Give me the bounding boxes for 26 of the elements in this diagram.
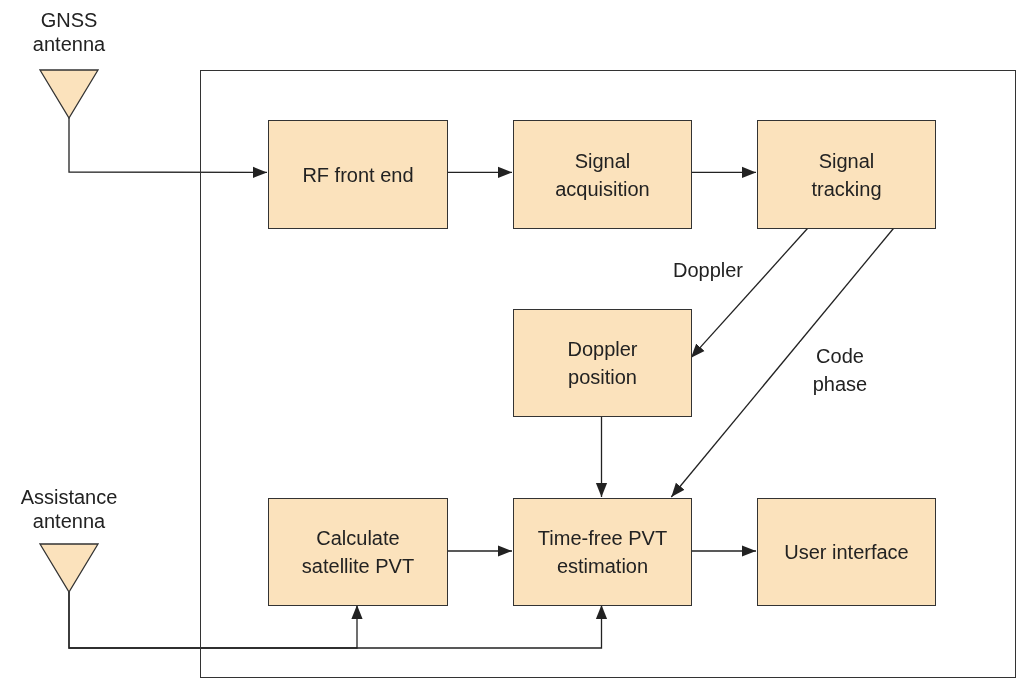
box-label: Signal tracking xyxy=(810,148,883,202)
arrow xyxy=(595,415,608,498)
process-box xyxy=(513,498,692,606)
box-label: User interface xyxy=(784,540,909,565)
process-box xyxy=(513,120,692,229)
process-box xyxy=(757,498,936,606)
box-label: Time-free PVT estimation xyxy=(537,526,668,579)
arrow xyxy=(446,545,513,557)
process-box xyxy=(757,120,936,229)
arrow xyxy=(690,166,757,178)
box-label: Calculate satellite PVT xyxy=(300,526,416,579)
arrow xyxy=(690,227,809,359)
process-box xyxy=(268,120,448,229)
box-label: Doppler position xyxy=(566,337,639,390)
arrow xyxy=(68,591,608,649)
box-label: Signal acquisition xyxy=(554,148,651,202)
process-box xyxy=(268,498,448,606)
arrow xyxy=(690,545,757,557)
arrow xyxy=(446,166,513,178)
box-label: RF front end xyxy=(302,162,414,188)
system-boundary-box xyxy=(200,70,1016,678)
antenna-label: GNSS antenna xyxy=(31,8,107,56)
process-box xyxy=(513,309,692,417)
arrow xyxy=(670,227,895,498)
antenna-label: Assistance antenna xyxy=(19,485,119,533)
arrow xyxy=(68,117,268,178)
